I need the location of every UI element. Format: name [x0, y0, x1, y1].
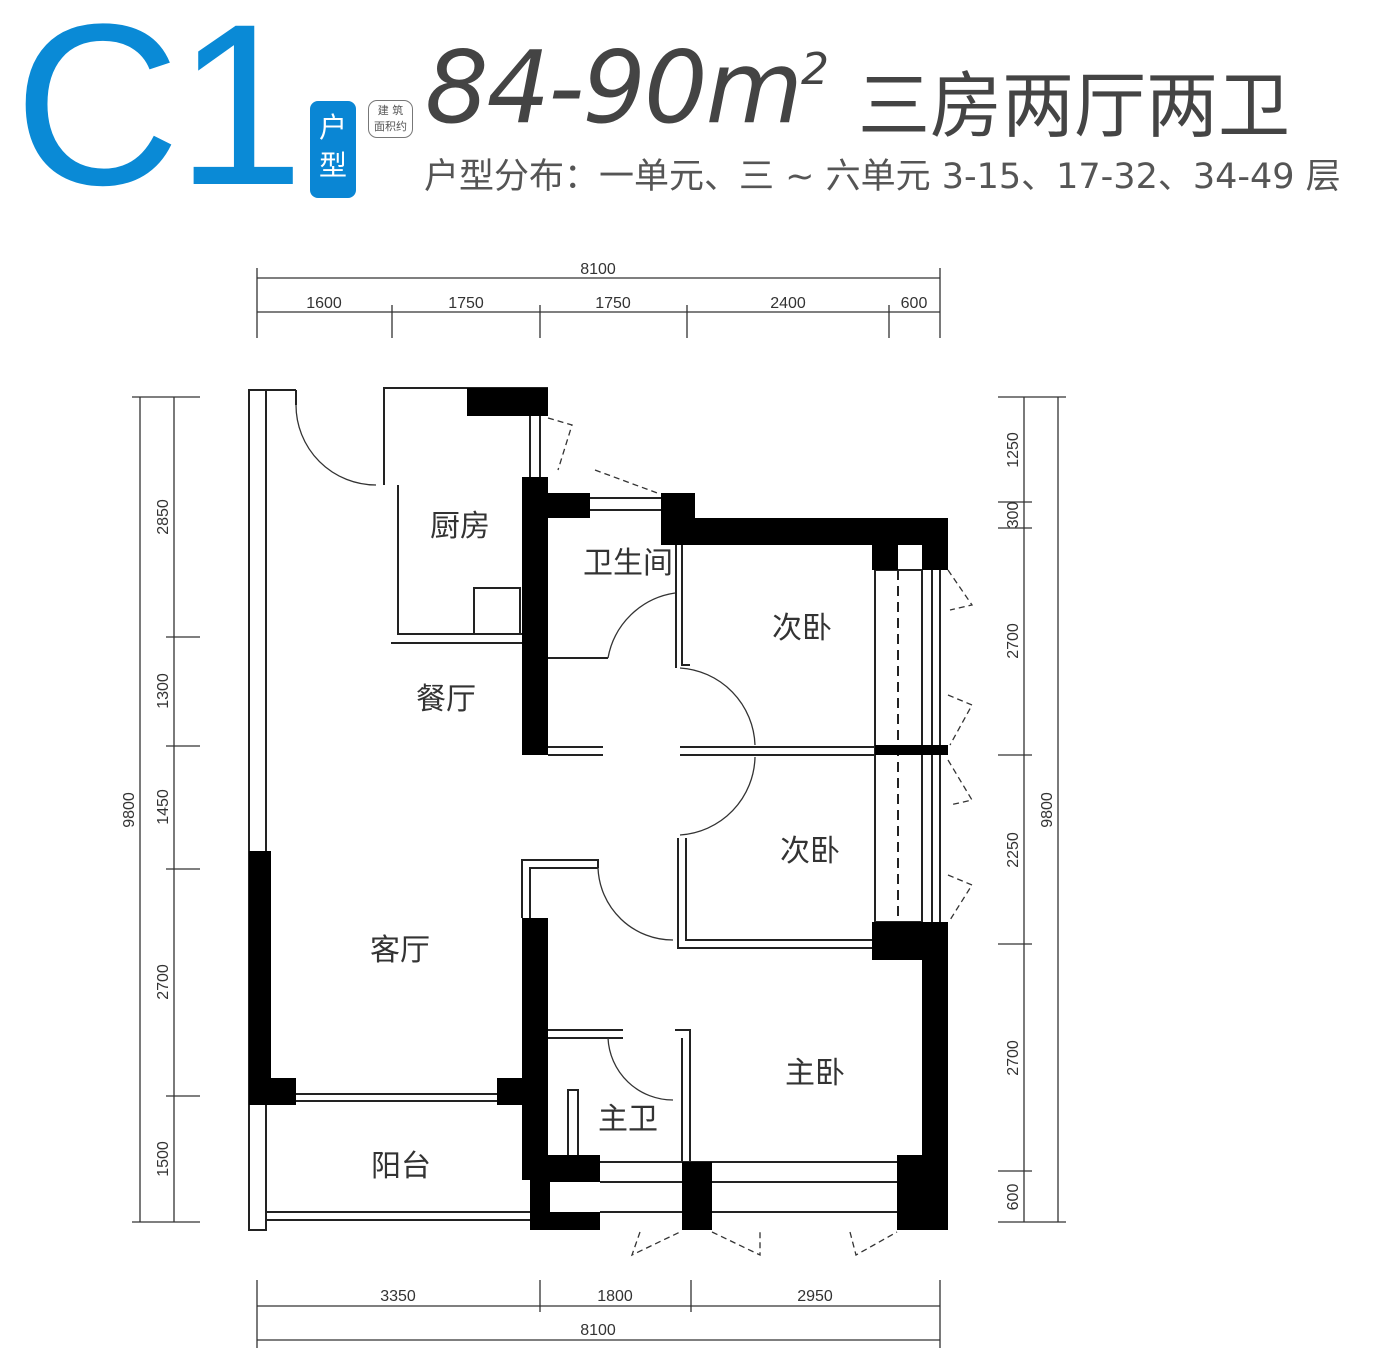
- room-labels: 厨房 卫生间 次卧 餐厅 次卧 客厅 主卧 主卫 阳台: [370, 509, 845, 1184]
- dim-right: 1250: [1005, 432, 1022, 468]
- room-bathroom: 卫生间: [583, 546, 673, 581]
- dimension-labels: 8100 1600 1750 1750 2400 600 3350 1800 2…: [121, 261, 1056, 1339]
- dim-left: 2850: [155, 499, 172, 535]
- dim-right: 2700: [1005, 623, 1022, 659]
- room-second-bedroom: 次卧: [780, 834, 840, 869]
- area-label-line1: 建 筑: [377, 104, 404, 117]
- dim-right: 600: [1005, 1184, 1022, 1211]
- dim-bottom: 3350: [380, 1288, 416, 1305]
- dim-top: 1750: [595, 295, 631, 312]
- area-label-line2: 面积约: [374, 120, 407, 133]
- room-second-bedroom: 次卧: [772, 611, 832, 646]
- dim-top: 2400: [770, 295, 806, 312]
- area-unit-sup: 2: [801, 44, 829, 95]
- dimension-lines: [132, 268, 1066, 1348]
- area-range: 84-90m2: [425, 38, 829, 138]
- dim-top: 1600: [306, 295, 342, 312]
- dim-right-total: 9800: [1039, 792, 1056, 828]
- dim-left: 1500: [155, 1141, 172, 1177]
- dim-left: 1300: [155, 673, 172, 709]
- dim-bottom-total: 8100: [580, 1322, 616, 1339]
- dim-left: 2700: [155, 964, 172, 1000]
- dim-bottom: 2950: [797, 1288, 833, 1305]
- dim-right: 2700: [1005, 1040, 1022, 1076]
- dim-top: 600: [901, 295, 928, 312]
- door-swings: [295, 404, 974, 1257]
- dim-left: 1450: [155, 789, 172, 825]
- dim-right: 300: [1005, 502, 1022, 529]
- dim-bottom: 1800: [597, 1288, 633, 1305]
- dim-top-total: 8100: [580, 261, 616, 278]
- room-master-bedroom: 主卧: [785, 1056, 845, 1091]
- solid-walls: [249, 388, 948, 1230]
- thin-walls: [248, 387, 941, 1231]
- area-value: 84-90m: [425, 29, 803, 146]
- area-label-box: 建 筑面积约: [368, 100, 413, 138]
- room-master-bath: 主卫: [598, 1102, 658, 1137]
- room-kitchen: 厨房: [430, 509, 490, 544]
- room-living: 客厅: [370, 933, 430, 968]
- dim-top: 1750: [448, 295, 484, 312]
- distribution-text: 户型分布：一单元、三 ~ 六单元 3-15、17-32、34-49 层: [424, 157, 1341, 197]
- layout-title: 三房两厅两卫: [858, 64, 1291, 148]
- dim-right: 2250: [1005, 832, 1022, 868]
- room-balcony: 阳台: [371, 1149, 431, 1184]
- unit-type-badge: 户型: [310, 101, 356, 198]
- unit-code: C1: [14, 0, 304, 233]
- dim-left-total: 9800: [121, 792, 138, 828]
- room-dining: 餐厅: [416, 682, 476, 717]
